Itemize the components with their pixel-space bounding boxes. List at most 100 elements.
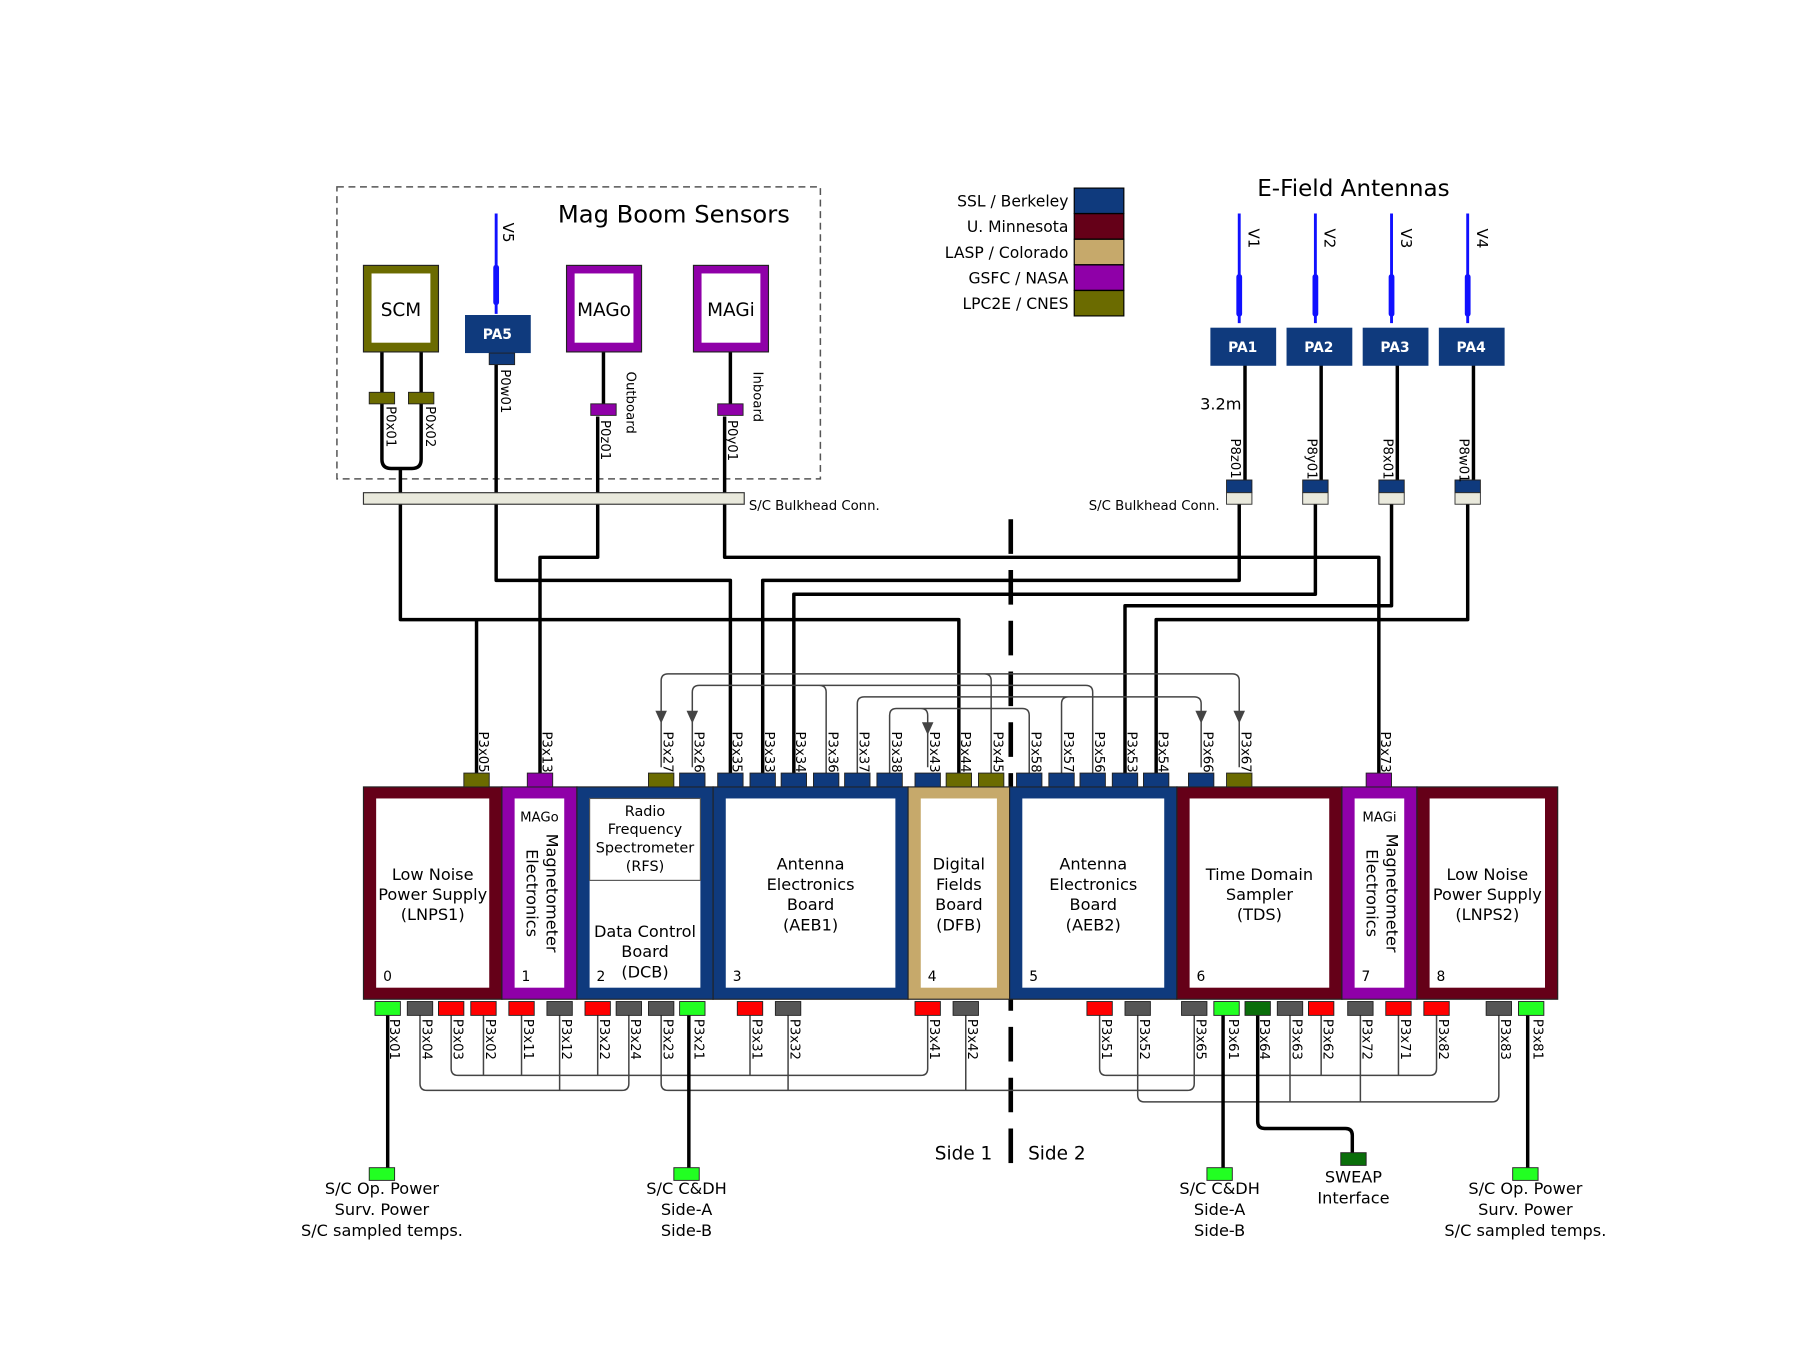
mago-sensor-label: MAGo	[577, 300, 631, 321]
mag-electronics-label: Magnetometer	[542, 834, 561, 953]
preamp-label: PA4	[1457, 340, 1486, 356]
legend-label: LPC2E / CNES	[962, 295, 1068, 313]
endpoint-label: S/C Op. Power	[1468, 1179, 1582, 1198]
antenna-label: V3	[1397, 228, 1415, 248]
board-label: (LNPS2)	[1455, 905, 1519, 924]
board-number: 6	[1197, 969, 1206, 985]
bulkhead-connector-base	[1454, 492, 1481, 505]
bulkhead-connector-base	[1226, 492, 1253, 505]
connector-label: P3x37	[856, 732, 871, 773]
board-label: Electronics	[767, 875, 855, 894]
connector-label: P3x03	[449, 1019, 464, 1060]
connector-label: P3x63	[1288, 1019, 1303, 1060]
connector-label: P3x38	[888, 732, 903, 773]
board-face	[514, 798, 565, 988]
connector-p3x04	[406, 1001, 434, 1016]
preamp-1	[1210, 327, 1277, 366]
endpoint-label: S/C C&DH	[646, 1179, 727, 1198]
bulkhead-connector-base	[1302, 492, 1329, 505]
connector-label: P3x42	[964, 1019, 979, 1060]
endpoint-label: Interface	[1317, 1188, 1389, 1207]
endpoint-connector	[1340, 1152, 1367, 1166]
connector-label: P8y01	[1303, 438, 1318, 479]
legend-label: SSL / Berkeley	[957, 193, 1068, 211]
connector-label: P3x72	[1359, 1019, 1374, 1060]
connector-p3x57	[1048, 772, 1075, 788]
preamp-label: PA3	[1380, 340, 1409, 356]
magi-sensor-inner	[701, 273, 761, 343]
connector-p3x26	[679, 772, 706, 788]
connector-label: P0x01	[383, 406, 398, 447]
connector-p3x05	[463, 772, 490, 788]
connector-p3x63	[1276, 1001, 1304, 1016]
connector-label: P3x43	[926, 732, 941, 773]
legend-swatch	[1073, 187, 1125, 215]
board-number: 7	[1362, 969, 1371, 985]
legend-swatch	[1073, 289, 1125, 317]
board-number: 3	[733, 969, 742, 985]
pa5-preamp	[465, 315, 531, 354]
connector-p3x71	[1385, 1001, 1412, 1016]
connector-label: P3x05	[475, 732, 490, 773]
connector-p3x11	[508, 1001, 535, 1016]
connector-p3x64	[1244, 1001, 1271, 1016]
connector-p0y01	[717, 403, 744, 416]
connector-label: P3x21	[691, 1019, 706, 1060]
connector-p3x01	[374, 1001, 401, 1016]
board-label: Time Domain	[1205, 865, 1313, 884]
connector-p3x32	[774, 1001, 802, 1016]
connector-p3x44	[945, 772, 972, 788]
bulkhead-connector	[362, 492, 745, 505]
mag-boom-enclosure	[336, 186, 822, 480]
endpoint-label: Side-A	[1194, 1200, 1245, 1219]
board-face	[376, 798, 490, 988]
connector-label: P3x04	[418, 1019, 433, 1060]
connector-label: P3x56	[1091, 732, 1106, 773]
board-label: Sampler	[1226, 885, 1294, 904]
preamp-2	[1286, 327, 1353, 366]
wire-pa2	[792, 364, 1323, 774]
connector-label: P3x23	[659, 1019, 674, 1060]
connector-label: P3x83	[1497, 1019, 1512, 1060]
board-5	[1009, 786, 1178, 1000]
connector-p3x62	[1307, 1001, 1335, 1016]
rfs-section	[589, 797, 701, 881]
connector-p3x37	[844, 772, 871, 788]
connector-label: P3x54	[1154, 732, 1169, 773]
endpoint-label: S/C C&DH	[1179, 1179, 1260, 1198]
connector-p3x52	[1124, 1001, 1151, 1016]
connector-p3x65	[1181, 1001, 1208, 1016]
board-number: 1	[522, 969, 531, 985]
connector-p3x24	[615, 1001, 642, 1016]
bulkhead-label: S/C Bulkhead Conn.	[749, 499, 880, 514]
endpoint-connector	[1512, 1167, 1539, 1181]
endpoint-label: S/C sampled temps.	[1444, 1221, 1606, 1240]
connector-label: P3x66	[1199, 732, 1214, 773]
mag-electronics-label: Electronics	[523, 849, 542, 937]
connector-p3x22	[584, 1001, 611, 1016]
endpoint-label: S/C sampled temps.	[301, 1221, 463, 1240]
connector-label: P3x61	[1225, 1019, 1240, 1060]
connector-label: P3x71	[1397, 1019, 1412, 1060]
mag-electronics-label: Electronics	[1363, 849, 1382, 937]
mag-electronics-label: Magnetometer	[1382, 834, 1401, 953]
connector-p3x27	[647, 772, 675, 788]
connector-p3x67	[1226, 772, 1253, 788]
antenna-label: V4	[1473, 228, 1491, 248]
wire-mago	[538, 351, 606, 774]
legend-swatch	[1073, 213, 1125, 240]
connector-label: P3x33	[761, 732, 776, 773]
board-number: 0	[383, 969, 392, 985]
antenna-label: V1	[1244, 228, 1262, 248]
endpoint-label: Surv. Power	[335, 1200, 430, 1219]
board-label: (TDS)	[1237, 905, 1282, 924]
board-label: Power Supply	[378, 885, 487, 904]
connector-label: P3x67	[1238, 732, 1253, 773]
board-face	[725, 798, 896, 988]
connector-p3x12	[546, 1001, 573, 1016]
scm-sensor-label: SCM	[381, 300, 422, 321]
external-wires	[385, 1015, 1530, 1168]
board-label: Antenna	[1059, 855, 1127, 874]
connector-p3x03	[438, 1001, 465, 1016]
